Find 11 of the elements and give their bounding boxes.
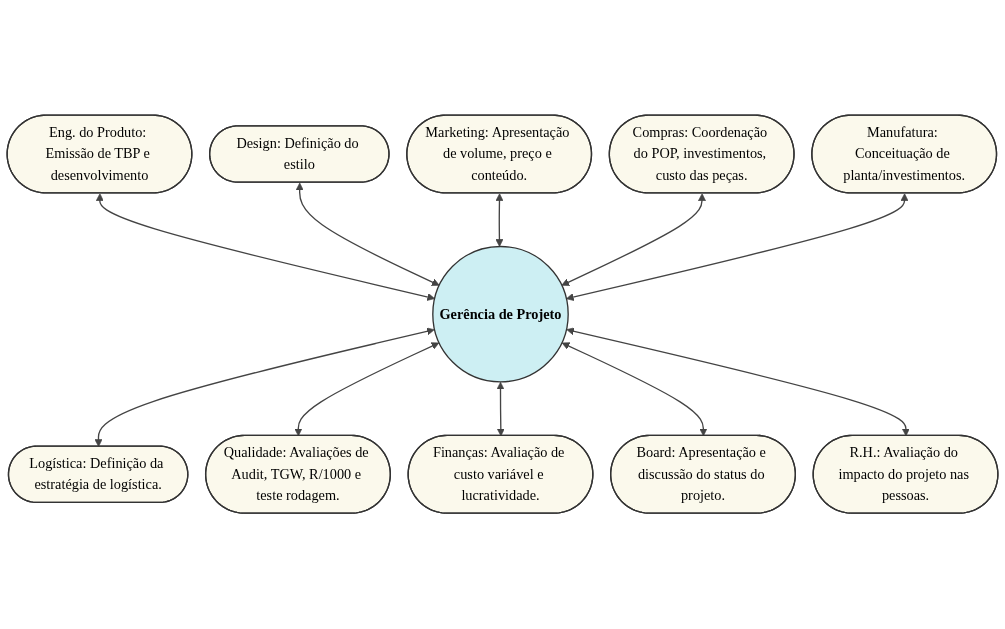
arrow (94, 327, 435, 448)
arrow (496, 382, 505, 437)
node-circle: Gerência de Projeto (432, 246, 569, 383)
arrow (95, 193, 435, 302)
arrow (561, 342, 708, 437)
arrow (566, 327, 910, 437)
arrow (566, 193, 909, 302)
arrow (294, 342, 440, 437)
arrow (295, 182, 440, 287)
arrow (561, 193, 706, 287)
arrow (495, 193, 504, 248)
